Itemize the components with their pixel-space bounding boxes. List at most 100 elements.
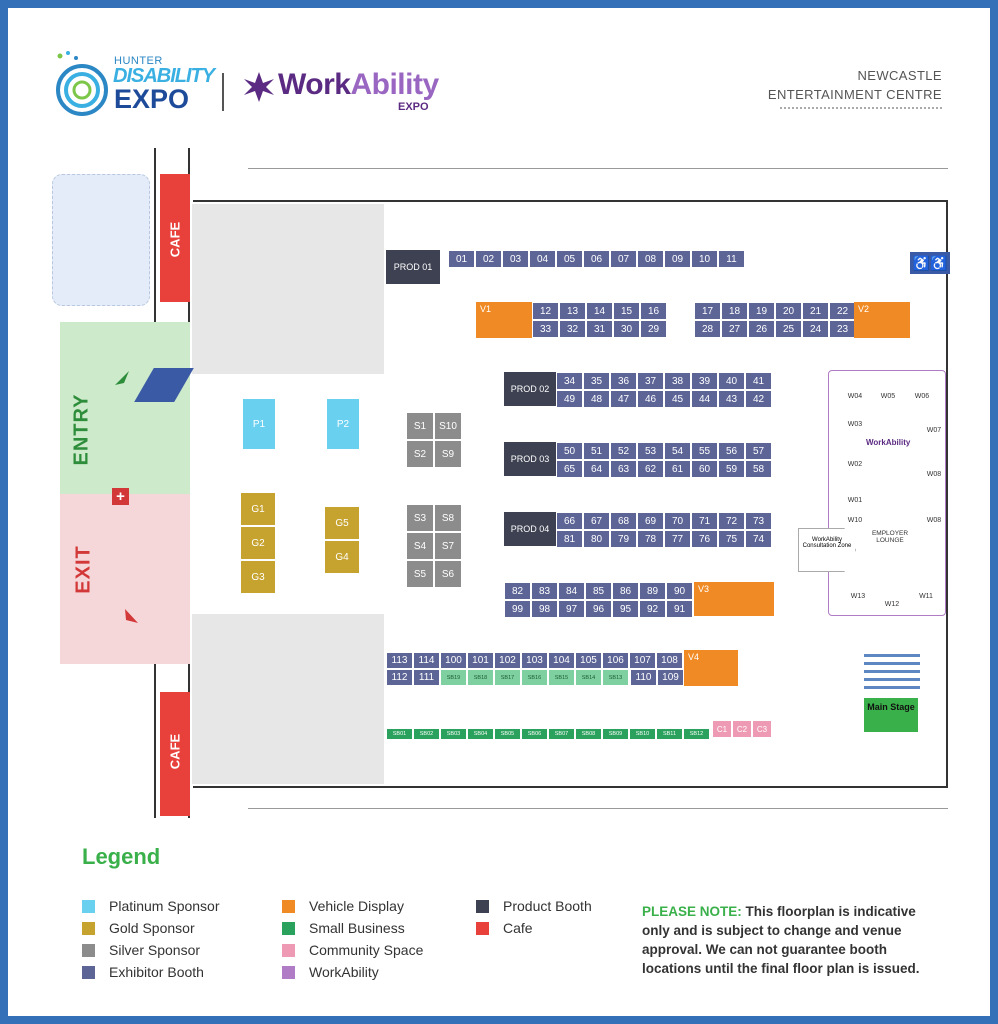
employer-lounge[interactable] [828,370,946,616]
booth-75[interactable]: 75 [718,530,745,548]
booth-71[interactable]: 71 [691,512,718,530]
booth-95[interactable]: 95 [612,600,639,618]
vehicle-booth-v2[interactable]: V2 [854,302,910,338]
small-business-sb12[interactable]: SB12 [683,728,710,740]
small-business-sb03[interactable]: SB03 [440,728,467,740]
booth-85[interactable]: 85 [585,582,612,600]
booth-92[interactable]: 92 [639,600,666,618]
workability-station-w08[interactable]: W08 [926,470,942,478]
booth-22[interactable]: 22 [829,302,856,320]
booth-64[interactable]: 64 [583,460,610,478]
booth-91[interactable]: 91 [666,600,693,618]
booth-101[interactable]: 101 [467,652,494,669]
workability-station-w04[interactable]: W04 [847,392,863,400]
small-business-sb02[interactable]: SB02 [413,728,440,740]
booth-12[interactable]: 12 [532,302,559,320]
booth-03[interactable]: 03 [502,250,529,268]
silver-booth-s4[interactable]: S4 [406,532,434,560]
booth-41[interactable]: 41 [745,372,772,390]
booth-42[interactable]: 42 [745,390,772,408]
booth-100[interactable]: 100 [440,652,467,669]
booth-45[interactable]: 45 [664,390,691,408]
workability-station-w03[interactable]: W03 [847,420,863,428]
silver-booth-s7[interactable]: S7 [434,532,462,560]
booth-27[interactable]: 27 [721,320,748,338]
booth-97[interactable]: 97 [558,600,585,618]
prod-booth-03[interactable]: PROD 03 [504,442,556,476]
platinum-booth-p1[interactable]: P1 [242,398,276,450]
booth-98[interactable]: 98 [531,600,558,618]
booth-04[interactable]: 04 [529,250,556,268]
booth-109[interactable]: 109 [657,669,684,686]
booth-14[interactable]: 14 [586,302,613,320]
booth-114[interactable]: 114 [413,652,440,669]
booth-30[interactable]: 30 [613,320,640,338]
prod-booth-01[interactable]: PROD 01 [386,250,440,284]
booth-84[interactable]: 84 [558,582,585,600]
booth-62[interactable]: 62 [637,460,664,478]
booth-53[interactable]: 53 [637,442,664,460]
booth-36[interactable]: 36 [610,372,637,390]
booth-43[interactable]: 43 [718,390,745,408]
small-business-sb11[interactable]: SB11 [656,728,683,740]
booth-31[interactable]: 31 [586,320,613,338]
gold-g4[interactable]: G4 [324,540,360,574]
booth-24[interactable]: 24 [802,320,829,338]
booth-09[interactable]: 09 [664,250,691,268]
workability-station-w11[interactable]: W11 [919,592,933,600]
silver-booth-s8[interactable]: S8 [434,504,462,532]
small-business-sb07[interactable]: SB07 [548,728,575,740]
booth-79[interactable]: 79 [610,530,637,548]
gold-g1[interactable]: G1 [240,492,276,526]
main-stage[interactable]: Main Stage [864,698,918,732]
booth-76[interactable]: 76 [691,530,718,548]
booth-47[interactable]: 47 [610,390,637,408]
community-c3[interactable]: C3 [752,720,772,738]
vehicle-booth-v4[interactable]: V4 [684,650,738,686]
booth-73[interactable]: 73 [745,512,772,530]
workability-station-w12[interactable]: W12 [884,600,900,608]
small-business-sb14[interactable]: SB14 [575,669,602,686]
workability-station-w02[interactable]: W02 [847,460,863,468]
booth-69[interactable]: 69 [637,512,664,530]
workability-station-w13[interactable]: W13 [850,592,866,600]
booth-83[interactable]: 83 [531,582,558,600]
community-c1[interactable]: C1 [712,720,732,738]
booth-32[interactable]: 32 [559,320,586,338]
booth-58[interactable]: 58 [745,460,772,478]
gold-g5[interactable]: G5 [324,506,360,540]
small-business-sb16[interactable]: SB16 [521,669,548,686]
workability-station-w06[interactable]: W06 [914,392,930,400]
booth-110[interactable]: 110 [630,669,657,686]
small-business-sb08[interactable]: SB08 [575,728,602,740]
booth-13[interactable]: 13 [559,302,586,320]
vehicle-booth-v3[interactable]: V3 [694,582,774,616]
booth-72[interactable]: 72 [718,512,745,530]
booth-60[interactable]: 60 [691,460,718,478]
booth-20[interactable]: 20 [775,302,802,320]
booth-59[interactable]: 59 [718,460,745,478]
booth-17[interactable]: 17 [694,302,721,320]
vehicle-booth-v1[interactable]: V1 [476,302,532,338]
booth-68[interactable]: 68 [610,512,637,530]
workability-station-w07[interactable]: W07 [926,426,942,434]
booth-63[interactable]: 63 [610,460,637,478]
booth-46[interactable]: 46 [637,390,664,408]
booth-29[interactable]: 29 [640,320,667,338]
silver-booth-s2[interactable]: S2 [406,440,434,468]
booth-67[interactable]: 67 [583,512,610,530]
booth-35[interactable]: 35 [583,372,610,390]
booth-80[interactable]: 80 [583,530,610,548]
booth-52[interactable]: 52 [610,442,637,460]
booth-61[interactable]: 61 [664,460,691,478]
booth-19[interactable]: 19 [748,302,775,320]
booth-26[interactable]: 26 [748,320,775,338]
booth-44[interactable]: 44 [691,390,718,408]
workability-station-w10[interactable]: W10 [847,516,863,524]
small-business-sb09[interactable]: SB09 [602,728,629,740]
booth-55[interactable]: 55 [691,442,718,460]
booth-89[interactable]: 89 [639,582,666,600]
booth-37[interactable]: 37 [637,372,664,390]
community-c2[interactable]: C2 [732,720,752,738]
booth-18[interactable]: 18 [721,302,748,320]
